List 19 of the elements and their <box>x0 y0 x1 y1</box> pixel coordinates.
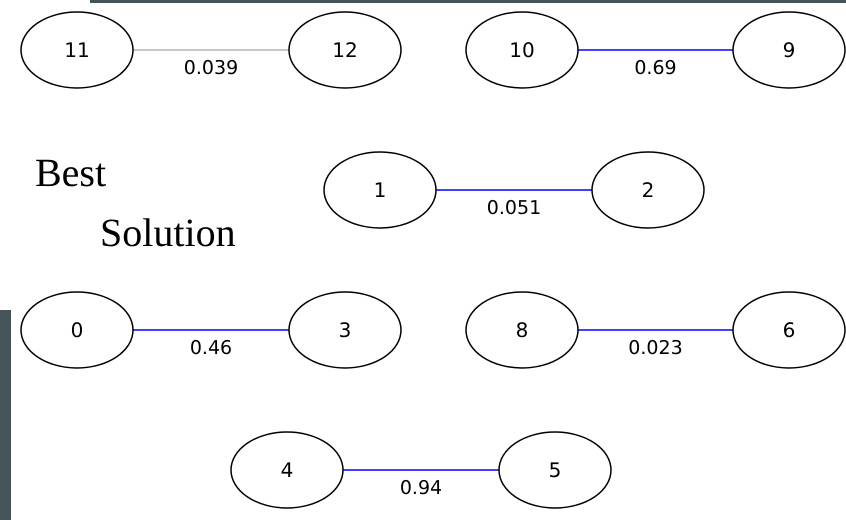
connector-line <box>133 329 289 331</box>
node-label: 8 <box>516 320 528 340</box>
node-label: 3 <box>338 320 352 340</box>
node-label: 5 <box>548 460 562 480</box>
connector-line <box>343 469 499 471</box>
node-label: 12 <box>332 40 358 60</box>
node-label: 4 <box>280 460 294 480</box>
node-label: 10 <box>509 40 535 60</box>
node-label: 1 <box>374 180 386 200</box>
node-label: 2 <box>642 180 654 200</box>
node-label: 11 <box>64 40 90 60</box>
connector-line <box>436 189 592 191</box>
node-label: 0 <box>70 320 84 340</box>
node-label: 9 <box>782 40 796 60</box>
node-label: 6 <box>782 320 796 340</box>
connector-line <box>578 49 733 51</box>
heading-text: Best Solution <box>35 149 237 257</box>
connector-line <box>578 329 733 331</box>
connector-line <box>133 49 289 51</box>
